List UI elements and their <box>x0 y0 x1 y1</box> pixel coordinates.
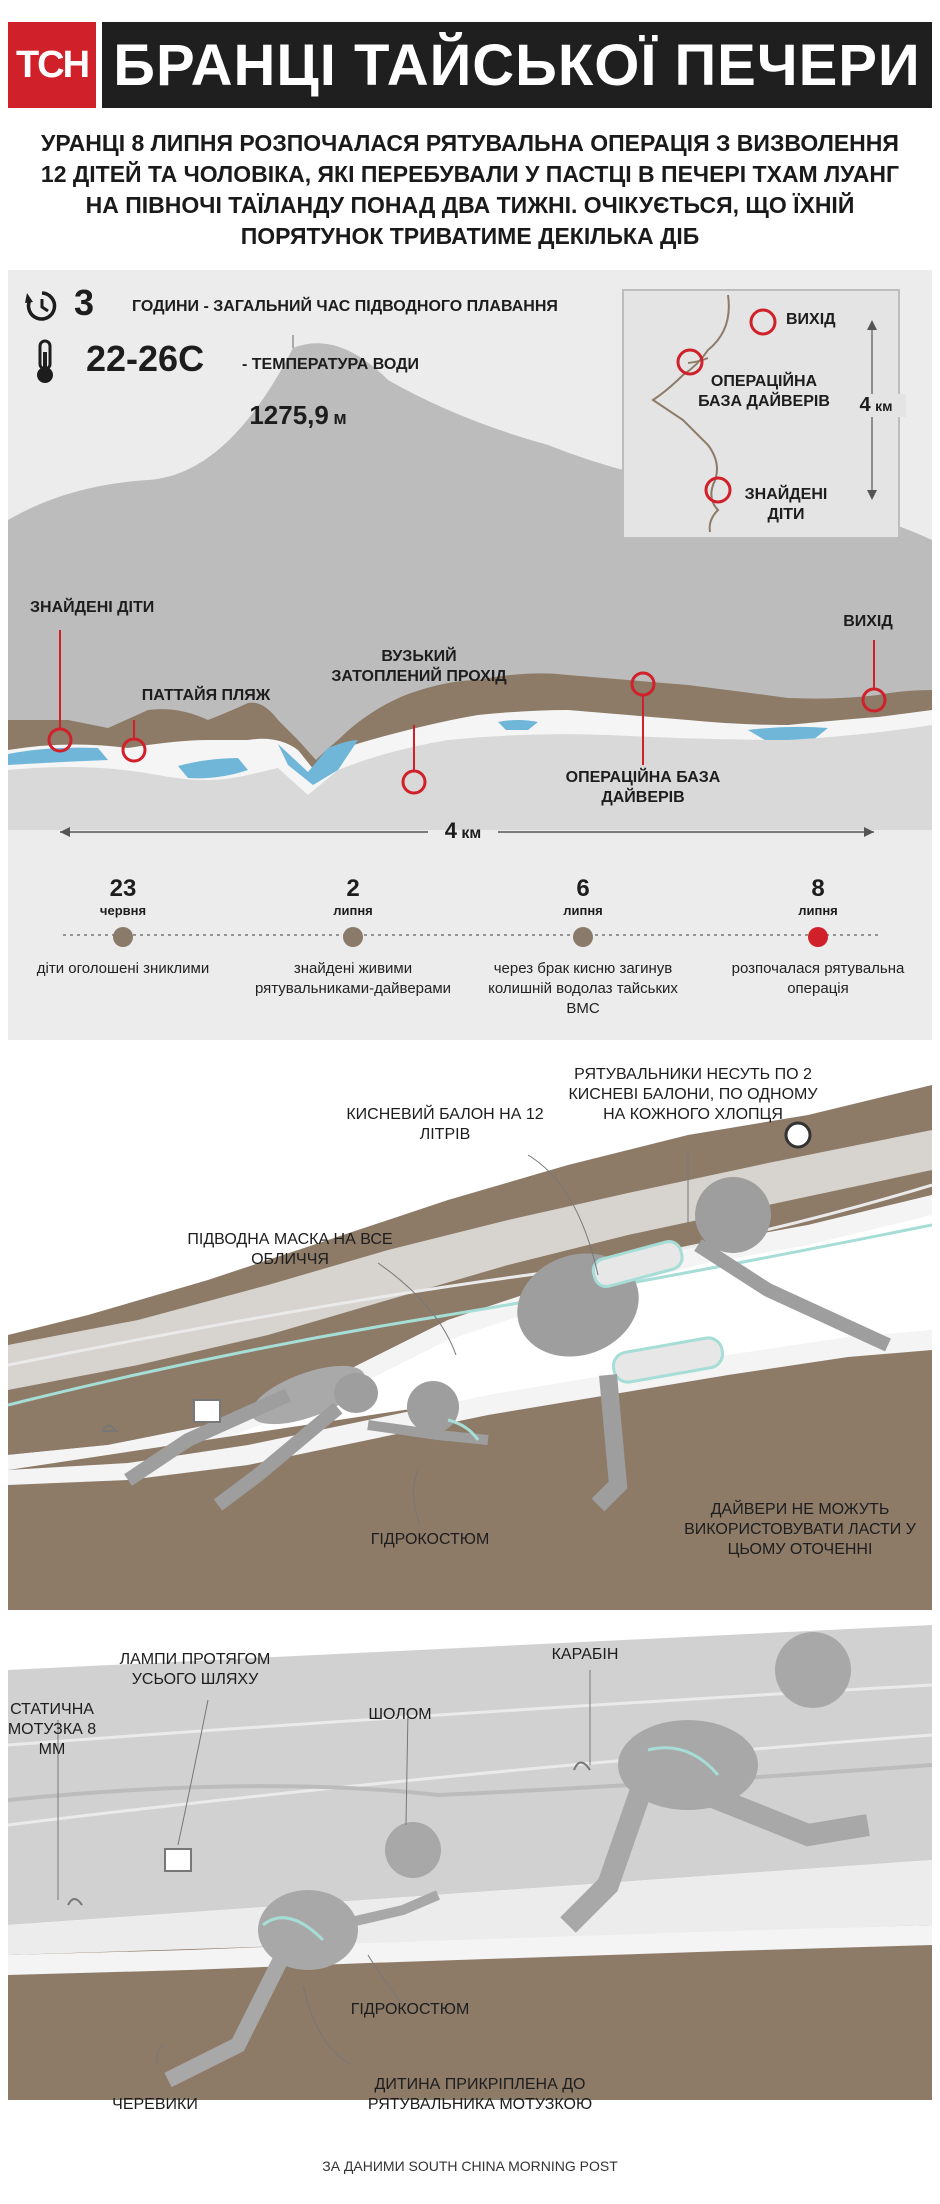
timeline-day: 6 <box>576 875 590 902</box>
cave-profile-panel: 3 години - загальний час підводного плав… <box>8 270 932 1040</box>
source-credit: За даними South China Morning Post <box>322 2158 618 2174</box>
timeline-month: червня <box>99 903 147 918</box>
inset-exit-label: Вихід <box>786 311 836 328</box>
label-carry-tanks: Рятувальники несуть по 2 кисневі балони,… <box>568 1066 818 1123</box>
timeline-day: 8 <box>811 875 825 902</box>
timeline-dot <box>573 927 593 947</box>
timeline-day: 2 <box>346 875 360 902</box>
label-child-attached: Дитина прикріплена до рятувальника мотуз… <box>367 2076 593 2113</box>
inset-distance-label: 4 км <box>846 394 906 417</box>
label-no-fins: Дайвери не можуть використовувати ласти … <box>684 1501 916 1558</box>
label-wetsuit-1: Гідрокостюм <box>370 1531 490 1548</box>
timeline-month: липня <box>563 903 603 918</box>
label-exit: Вихід <box>843 613 893 630</box>
label-wetsuit-2: Гідрокостюм <box>350 2001 470 2018</box>
illustration-rope-and-helmet <box>8 1625 932 2100</box>
stat-dive-time: 3 години - загальний час підводного плав… <box>24 282 584 328</box>
timeline-day: 23 <box>109 875 137 902</box>
timeline-description: через брак кисню загинув колишній водола… <box>488 960 678 1017</box>
label-full-face-mask: Підводна маска на все обличчя <box>187 1231 393 1268</box>
thermometer-icon <box>37 339 53 383</box>
label-pattaya-beach: Паттайя пляж <box>141 687 271 704</box>
timeline-dot <box>808 927 828 947</box>
cave-profile-graphic <box>8 289 932 936</box>
timeline-description: знайдені живими рятувальниками-дайверами <box>254 960 452 997</box>
label-oxygen-tank: Кисневий балон на 12 літрів <box>346 1106 544 1143</box>
adult-diver-figure <box>517 1121 891 1512</box>
timeline-description: діти оголошені зниклими <box>36 960 210 977</box>
label-narrow-passage: Вузький затоплений прохід <box>331 648 507 685</box>
timeline-dot <box>343 927 363 947</box>
illustration-divers-carrying-tanks <box>8 1085 932 1610</box>
child-diver-figure <box>124 1365 489 1511</box>
label-helmet: Шолом <box>368 1706 432 1723</box>
page-title: БРАНЦІ ТАЙСЬКОЇ ПЕЧЕРИ <box>102 22 932 108</box>
child-figure <box>164 1822 441 2088</box>
inset-base-label: Операційна база дайверів <box>698 373 830 410</box>
distance-label: 4 км <box>444 818 482 843</box>
timeline-month: липня <box>798 903 838 918</box>
label-carabiner: Карабін <box>551 1646 619 1663</box>
peak-height-label: 1275,9 м <box>249 400 347 430</box>
timeline-description: розпочалася рятувальна операція <box>731 960 905 997</box>
clock-icon <box>25 291 57 321</box>
label-static-rope: Статична мотузка 8 мм <box>7 1701 97 1758</box>
inset-found-label: Знайдені діти <box>744 486 828 523</box>
label-boots: Черевики <box>112 2096 198 2113</box>
timeline-dot <box>113 927 133 947</box>
intro-text: Уранці 8 липня розпочалася рятувальна оп… <box>40 130 900 249</box>
label-diver-base: Операційна база дайверів <box>565 769 721 806</box>
header: ТСН БРАНЦІ ТАЙСЬКОЇ ПЕЧЕРИ <box>8 22 932 112</box>
stat-water-temp: 22-26C - температура води <box>24 338 584 386</box>
label-found-children: Знайдені діти <box>30 599 155 616</box>
tsn-logo[interactable]: ТСН <box>8 22 96 108</box>
label-lamps: Лампи протягом усього шляху <box>119 1651 271 1688</box>
timeline-month: липня <box>333 903 373 918</box>
rescuer-figure <box>560 1632 870 1933</box>
